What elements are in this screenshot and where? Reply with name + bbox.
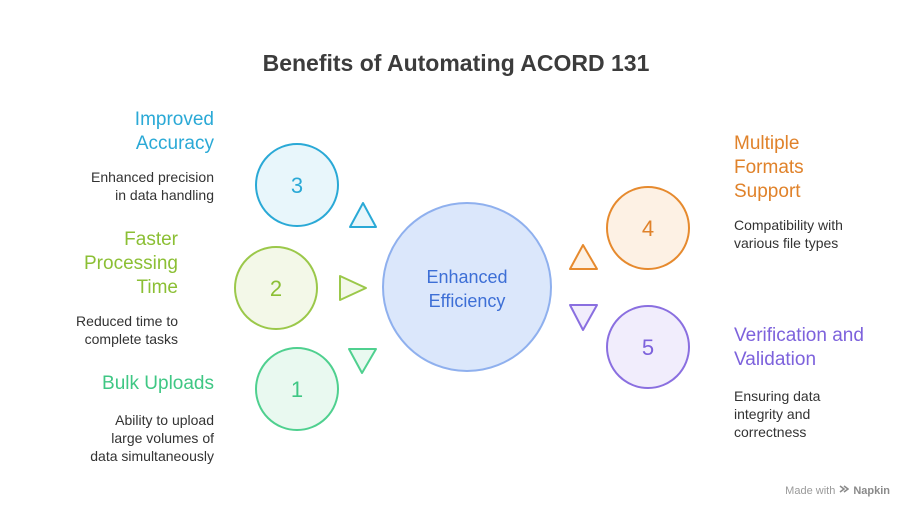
center-circle (382, 202, 552, 372)
benefit-title-2: Faster Processing Time (84, 229, 178, 298)
arrow-triangle-4 (569, 244, 598, 270)
napkin-logo-icon (839, 484, 850, 497)
benefit-title-5: Verification and Validation (734, 325, 864, 370)
center-label-line-2: Efficiency (429, 291, 506, 311)
benefit-desc-5: Ensuring data integrity and correctness (734, 388, 821, 440)
benefit-number-5: 5 (642, 335, 654, 360)
arrow-triangle-2 (339, 275, 367, 301)
benefit-circle-4 (606, 186, 690, 270)
arrow-triangle-5 (569, 304, 598, 331)
benefit-desc-3: Enhanced precision in data handling (91, 169, 214, 203)
benefit-number-1: 1 (291, 377, 303, 402)
benefit-circle-1 (255, 347, 339, 431)
arrow-triangle-1 (348, 348, 377, 374)
benefit-title-1: Bulk Uploads (102, 373, 214, 394)
arrow-triangle-3 (349, 202, 377, 228)
benefit-circle-2 (234, 246, 318, 330)
footer-attribution: Made with Napkin (785, 484, 890, 497)
benefit-title-4: Multiple Formats Support (734, 133, 804, 202)
benefit-number-2: 2 (270, 276, 282, 301)
diagram-title: Benefits of Automating ACORD 131 (262, 50, 650, 76)
benefit-number-3: 3 (291, 173, 303, 198)
benefit-desc-1: Ability to upload large volumes of data … (90, 412, 214, 464)
footer-brand: Napkin (853, 484, 890, 497)
footer-made-with: Made with (785, 484, 836, 497)
benefit-title-3: Improved Accuracy (134, 109, 214, 154)
benefit-desc-4: Compatibility with various file types (734, 217, 843, 251)
benefit-circle-3 (255, 143, 339, 227)
center-label-line-1: Enhanced (426, 267, 507, 287)
benefit-circle-5 (606, 305, 690, 389)
benefit-number-4: 4 (642, 216, 654, 241)
benefit-desc-2: Reduced time to complete tasks (76, 313, 178, 347)
